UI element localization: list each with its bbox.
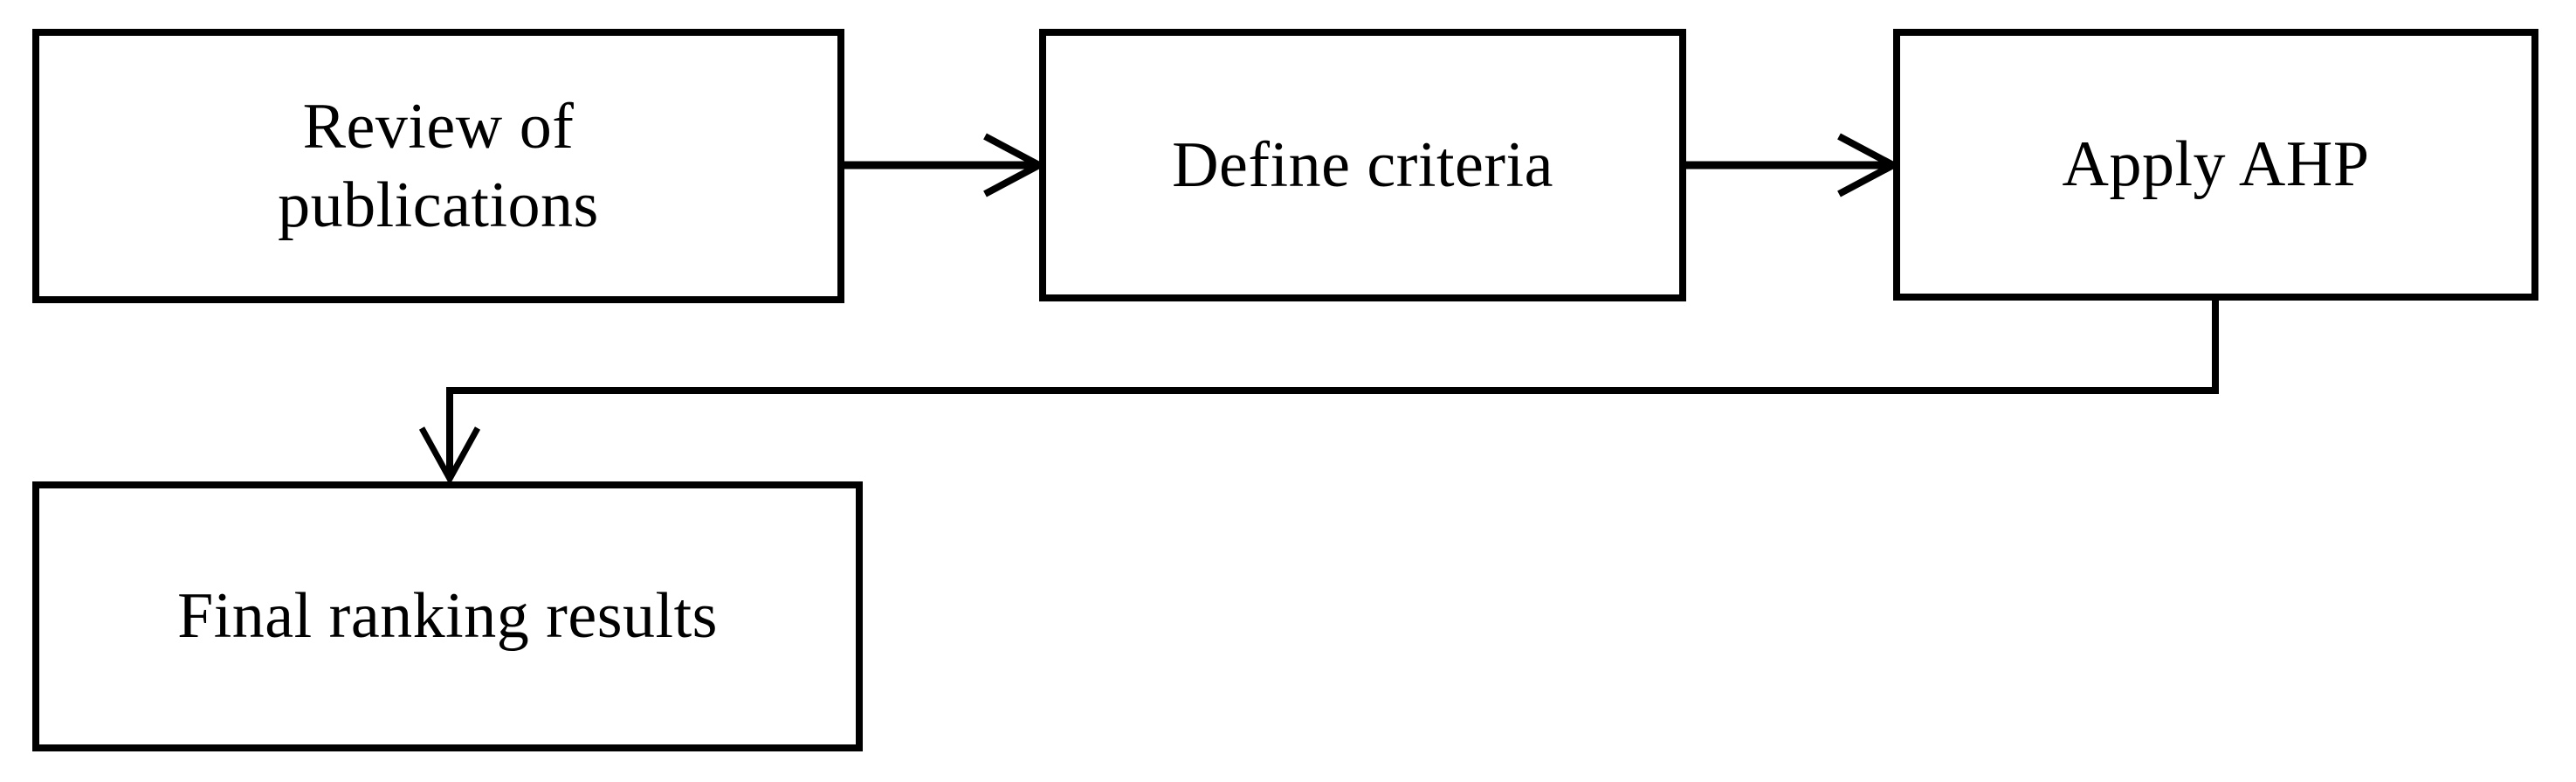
node-label: Apply AHP <box>2062 128 2370 201</box>
flowchart-node-review-of-publications: Review of publications <box>32 29 844 303</box>
flowchart-node-apply-ahp: Apply AHP <box>1893 29 2538 301</box>
arrowhead-down-icon <box>418 426 481 486</box>
connector-ahp-to-final <box>418 301 2219 486</box>
node-label: Review of publications <box>278 90 599 241</box>
node-label: Define criteria <box>1172 128 1553 201</box>
connector-review-to-define <box>844 133 1047 197</box>
connector-define-to-ahp <box>1686 133 1901 197</box>
flowchart-node-define-criteria: Define criteria <box>1039 29 1686 301</box>
node-label: Final ranking results <box>177 580 718 653</box>
flowchart-node-final-ranking-results: Final ranking results <box>32 481 863 751</box>
